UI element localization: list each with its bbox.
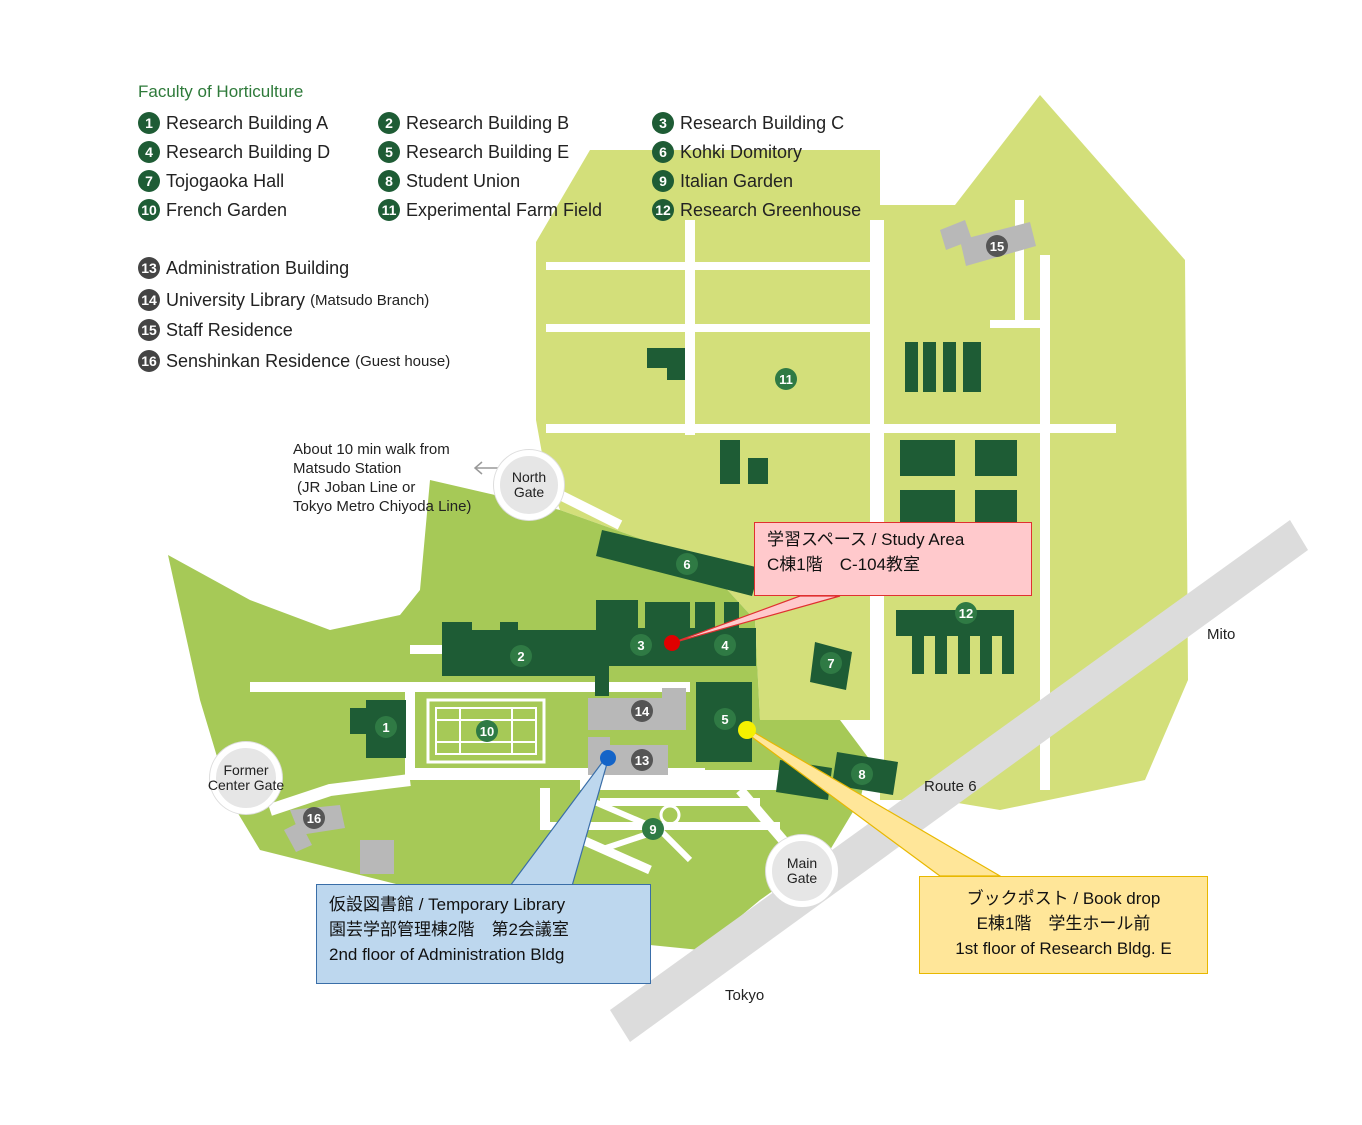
- access-note: About 10 min walk from Matsudo Station (…: [293, 441, 472, 515]
- svg-text:11: 11: [779, 372, 793, 387]
- building-markers: 1 2 3 4 5 6 7 8 9 10 11 12 13 14 15 16: [303, 235, 1008, 840]
- book-drop-callout: ブックポスト / Book drop E棟1階 学生ホール前 1st floor…: [919, 876, 1208, 974]
- svg-text:3: 3: [637, 638, 644, 653]
- svg-text:1: 1: [382, 720, 389, 735]
- temp-library-callout: 仮設図書館 / Temporary Library 園芸学部管理棟2階 第2会議…: [316, 884, 651, 984]
- tokyo-label: Tokyo: [725, 987, 765, 1004]
- study-area-pointer: [671, 595, 841, 644]
- svg-text:14: 14: [635, 704, 650, 719]
- italian-garden-fountain: [659, 804, 681, 826]
- svg-text:2: 2: [517, 649, 524, 664]
- svg-text:5: 5: [721, 712, 728, 727]
- svg-text:4: 4: [721, 638, 729, 653]
- book-drop-marker[interactable]: [738, 721, 756, 739]
- svg-text:9: 9: [649, 822, 656, 837]
- legend-title: Faculty of Horticulture: [138, 82, 304, 101]
- svg-text:8: 8: [858, 767, 865, 782]
- svg-text:13: 13: [635, 753, 649, 768]
- route6-label: Route 6: [924, 778, 977, 795]
- mito-label: Mito: [1207, 626, 1236, 643]
- svg-text:12: 12: [959, 606, 973, 621]
- svg-text:15: 15: [990, 239, 1004, 254]
- svg-text:7: 7: [827, 656, 834, 671]
- french-garden: [426, 698, 546, 764]
- route6-highway: [610, 520, 1308, 1042]
- temp-library-marker[interactable]: [600, 750, 616, 766]
- svg-text:10: 10: [480, 724, 494, 739]
- study-area-marker[interactable]: [664, 635, 680, 651]
- upper-field-area: [536, 95, 1188, 810]
- svg-text:6: 6: [683, 557, 690, 572]
- svg-text:16: 16: [307, 811, 321, 826]
- access-arrow-icon: [473, 461, 500, 475]
- study-area-callout: 学習スペース / Study Area C棟1階 C-104教室: [754, 522, 1032, 596]
